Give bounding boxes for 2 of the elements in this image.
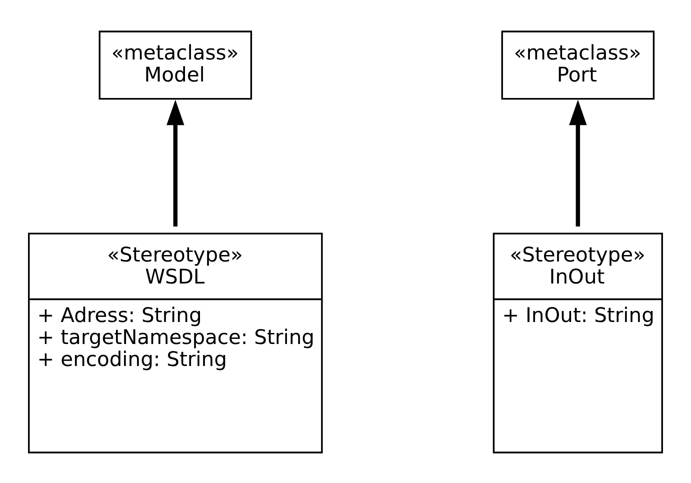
- arrow: [166, 99, 184, 226]
- arrow: [569, 99, 587, 226]
